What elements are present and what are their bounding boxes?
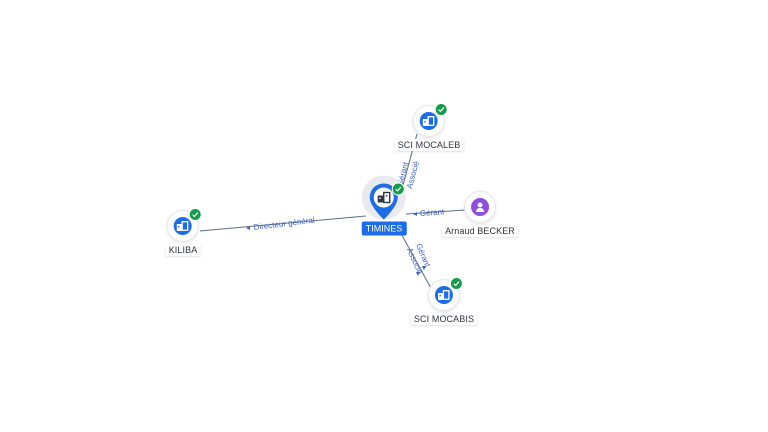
arrow-icon [422, 266, 426, 270]
edge-becker[interactable]: Gérant [405, 207, 466, 218]
node-circle [429, 277, 463, 310]
person-icon [471, 198, 489, 216]
verified-check-icon [450, 277, 463, 290]
node-center[interactable]: TIMINES [361, 175, 407, 236]
building-icon [377, 191, 391, 204]
location-pin-icon [369, 182, 405, 221]
building-icon [420, 112, 438, 130]
node-sci-mocaleb[interactable]: SCI MOCALEB [394, 103, 464, 151]
verified-check-icon [189, 208, 202, 221]
edge-kiliba[interactable]: Directeur général [199, 215, 367, 232]
node-circle [465, 192, 495, 222]
node-kiliba[interactable]: KILIBA [165, 208, 202, 256]
node-circle [168, 208, 202, 241]
center-label: TIMINES [361, 221, 407, 236]
node-circle [414, 103, 448, 136]
node-label: SCI MOCABIS [410, 313, 478, 325]
node-arnaud-becker[interactable]: Arnaud BECKER [442, 192, 518, 237]
node-label: Arnaud BECKER [442, 225, 518, 237]
verified-check-icon [435, 103, 448, 116]
arrow-icon [416, 272, 420, 276]
node-label: SCI MOCALEB [394, 139, 464, 151]
building-icon [435, 286, 453, 304]
edge-label-gerant-becker: Gérant [420, 207, 446, 218]
arrow-icon [413, 212, 417, 216]
verified-check-icon [391, 182, 405, 196]
node-label: KILIBA [165, 244, 201, 256]
building-icon [174, 217, 192, 235]
node-sci-mocabis[interactable]: SCI MOCABIS [410, 277, 478, 325]
edge-label-directeur: Directeur général [253, 216, 315, 232]
arrow-icon [246, 226, 250, 230]
